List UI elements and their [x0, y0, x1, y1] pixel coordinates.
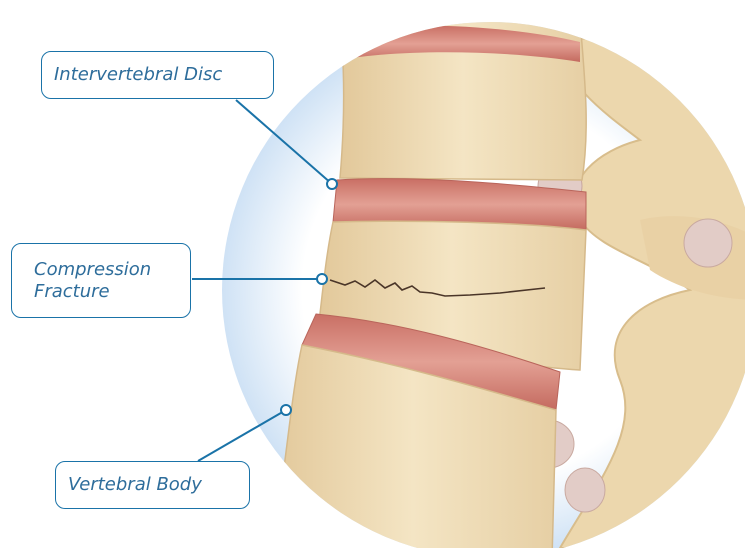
- compression-fracture-text: Compression Fracture: [34, 259, 151, 303]
- compression-fracture-label: Compression Fracture: [11, 243, 191, 318]
- leader-dot-body: [281, 405, 291, 415]
- intervertebral-disc-label: Intervertebral Disc: [41, 51, 274, 99]
- vertebral-body-text: Vertebral Body: [68, 474, 202, 496]
- leader-dot-fracture: [317, 274, 327, 284]
- intervertebral-disc-text: Intervertebral Disc: [54, 64, 222, 86]
- vertebral-body-label: Vertebral Body: [55, 461, 250, 509]
- leader-dot-disc: [327, 179, 337, 189]
- facet-joint: [684, 219, 732, 267]
- facet-joint: [565, 468, 605, 512]
